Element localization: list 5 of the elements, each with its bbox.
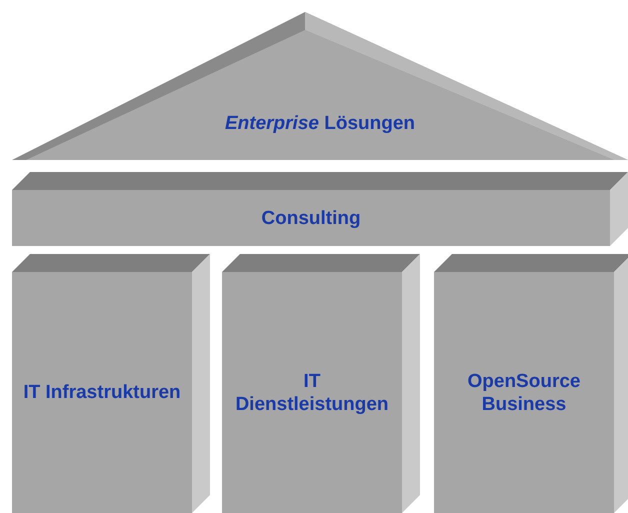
roof-label: Enterprise Lösungen — [224, 112, 416, 135]
pillar-label: IT Dienstleistungen — [234, 370, 390, 416]
pillar-label: IT Infrastrukturen — [23, 381, 181, 404]
beam-label: Consulting — [261, 206, 361, 230]
pillar-label: OpenSource Business — [466, 370, 582, 416]
